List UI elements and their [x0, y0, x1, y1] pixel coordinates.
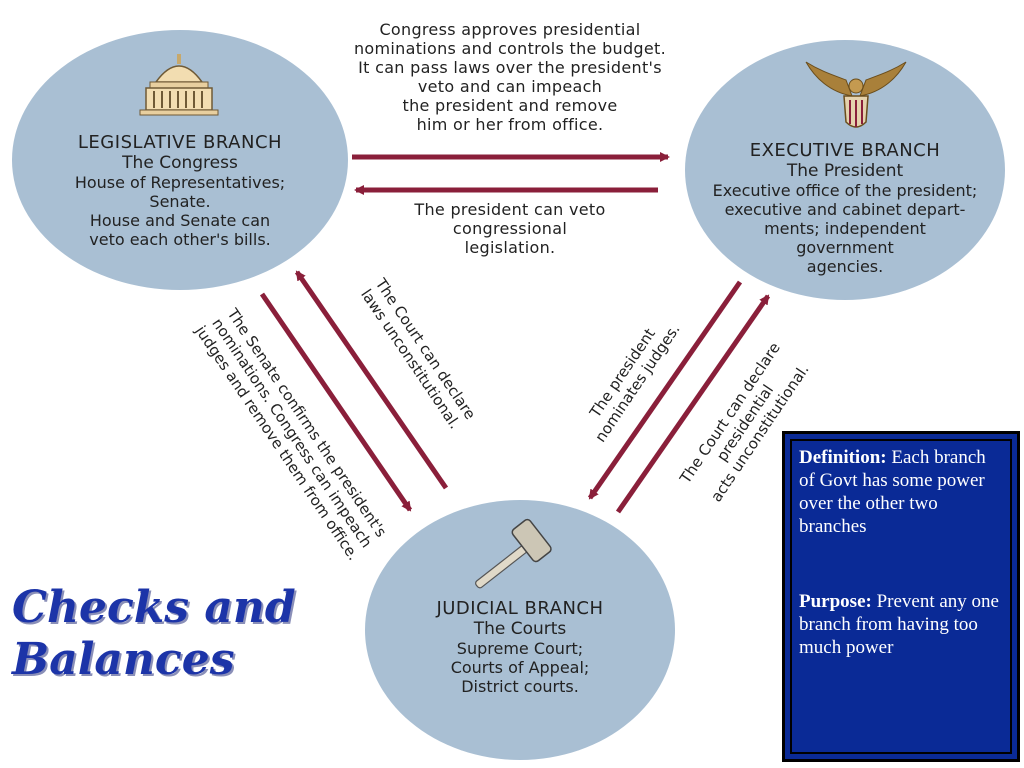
judicial-line: District courts. [461, 677, 579, 696]
purpose-paragraph: Purpose: Prevent any one branch from hav… [799, 590, 1003, 659]
executive-line: executive and cabinet depart- [724, 200, 966, 219]
executive-branch-info: EXECUTIVE BRANCH The President Executive… [690, 140, 1000, 276]
check-text-line: It can pass laws over the president's [358, 58, 662, 77]
executive-branch-subtitle: The President [786, 161, 904, 181]
check-text-line: the president and remove [402, 96, 618, 115]
slide-title-line: Balances [12, 634, 235, 685]
legislative-line: Senate. [149, 192, 211, 211]
executive-line: ments; independent [764, 219, 926, 238]
slide-title-line: Checks and [12, 582, 296, 633]
definition-paragraph: Definition: Each branch of Govt has some… [799, 446, 1003, 538]
legislative-branch-info: LEGISLATIVE BRANCH The Congress House of… [30, 132, 330, 249]
definition-text: Each branch of Govt has some power over … [799, 447, 986, 537]
gavel-icon [475, 518, 552, 589]
eagle-seal-icon [805, 61, 907, 128]
legislative-circle [12, 30, 348, 290]
info-box: Definition: Each branch of Govt has some… [782, 431, 1020, 762]
check-text-line: him or her from office. [416, 115, 604, 134]
executive-line: agencies. [806, 257, 884, 276]
executive-line: government [796, 238, 894, 257]
judicial-circle [365, 500, 675, 760]
check-text-line: nominations and controls the budget. [353, 39, 666, 58]
check-text-line: veto and can impeach [417, 77, 603, 96]
executive-line: Executive office of the president; [712, 181, 978, 200]
arrow-court-to-president [615, 294, 771, 514]
executive-circle [685, 40, 1005, 300]
check-president-to-congress: The president can veto congressional leg… [370, 200, 650, 257]
capitol-dome-icon [139, 54, 219, 116]
legislative-branch-subtitle: The Congress [122, 153, 238, 173]
legislative-line: House and Senate can [89, 211, 271, 230]
purpose-text: Prevent any one branch from having too m… [799, 591, 999, 658]
legislative-line: House of Representatives; [74, 173, 286, 192]
check-congress-to-president: Congress approves presidential nominatio… [310, 20, 710, 134]
purpose-label: Purpose: [799, 591, 872, 612]
check-text-line: The president can veto [414, 200, 606, 219]
executive-branch-title: EXECUTIVE BRANCH [749, 140, 941, 161]
definition-label: Definition: [799, 447, 887, 468]
judicial-branch-info: JUDICIAL BRANCH The Courts Supreme Court… [400, 598, 640, 696]
check-text-line: Congress approves presidential [379, 20, 641, 39]
arrow-president-to-courts [587, 280, 743, 500]
slide-title: Checks and Balances [12, 582, 296, 686]
legislative-line: veto each other's bills. [89, 230, 271, 249]
check-text-line: legislation. [464, 238, 556, 257]
judicial-line: Supreme Court; [456, 639, 584, 658]
judicial-branch-subtitle: The Courts [473, 619, 567, 639]
check-text-line: congressional [452, 219, 568, 238]
arrow-senate-to-courts [259, 292, 413, 512]
arrow-court-to-congress [294, 270, 449, 490]
judicial-branch-title: JUDICIAL BRANCH [436, 598, 604, 619]
judicial-line: Courts of Appeal; [450, 658, 590, 677]
legislative-branch-title: LEGISLATIVE BRANCH [77, 132, 283, 153]
